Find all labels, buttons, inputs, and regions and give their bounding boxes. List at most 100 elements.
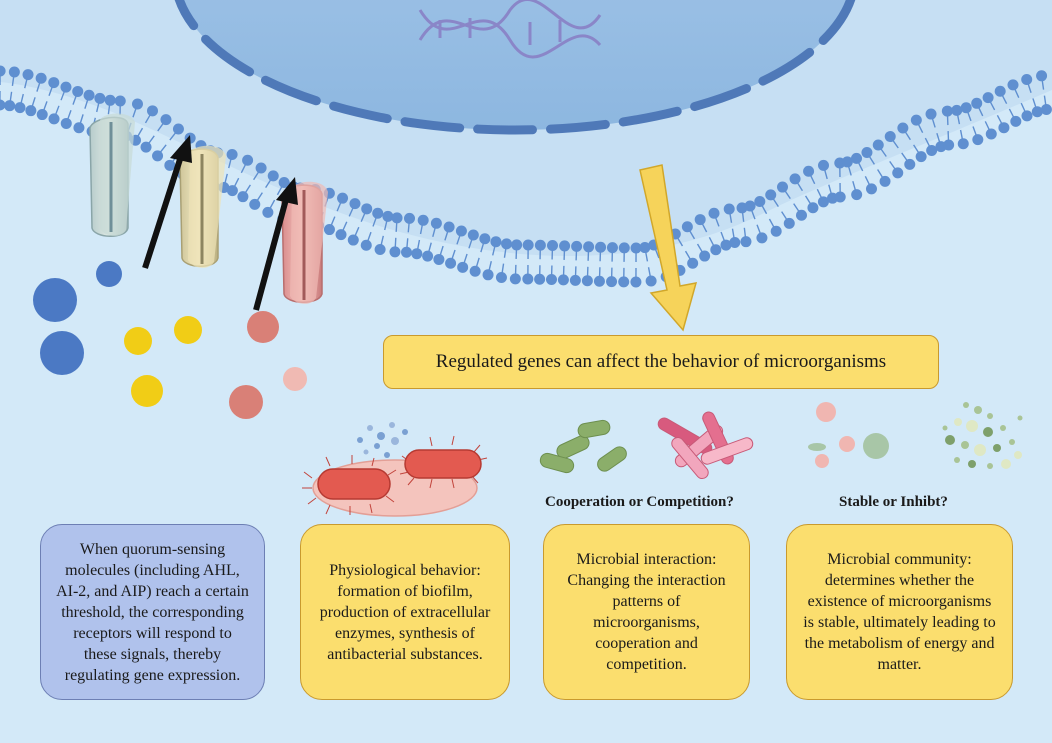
lipid-head (347, 234, 359, 246)
lipid-head (834, 191, 846, 203)
community-caption: Stable or Inhibt? (839, 494, 948, 510)
lipid-head (841, 156, 853, 168)
lipid-head (1021, 110, 1033, 122)
lipid-head (777, 181, 789, 193)
lipid-head (374, 243, 386, 255)
lipid-head (618, 242, 630, 254)
lipid-head (618, 276, 630, 288)
lipid-head (146, 105, 158, 117)
lipid-head (337, 192, 349, 204)
lipid-head (391, 212, 403, 224)
lipid-head (35, 72, 47, 84)
microbial-interaction-box: Microbial interaction: Changing the inte… (543, 524, 750, 700)
lipid-head (865, 183, 877, 195)
lipid-head (430, 217, 442, 229)
lipid-head (469, 265, 481, 277)
lipid-head (36, 109, 48, 121)
lipid-head (581, 275, 593, 287)
lipid-head (255, 162, 267, 174)
lipid-head (94, 92, 106, 104)
lipid-head (559, 240, 571, 252)
lipid-head (534, 239, 546, 251)
lipid-head (73, 122, 85, 134)
physiological-behavior-box: Physiological behavior: formation of bio… (300, 524, 510, 700)
lipid-head (557, 274, 569, 286)
lipid-head (226, 185, 238, 197)
signal-arrow-icon (253, 177, 298, 311)
lipid-head (943, 139, 955, 151)
regulation-arrow-icon (639, 164, 698, 332)
lipid-head (160, 114, 172, 126)
lipid-head (1021, 73, 1033, 85)
lipid-head (131, 98, 143, 110)
lipid-head (971, 97, 983, 109)
lipid-head (467, 229, 479, 241)
lipid-head (72, 85, 84, 97)
lipid-head (4, 100, 16, 112)
lipid-head (681, 221, 693, 233)
lipid-head (226, 148, 238, 160)
receptor-channel-pink (281, 181, 328, 304)
lipid-head (694, 214, 706, 226)
lipid-head (349, 198, 361, 210)
lipid-head (754, 195, 766, 207)
lipid-head (60, 81, 72, 93)
competing-bacteria-icon (657, 411, 754, 480)
lipid-head (0, 99, 6, 111)
lipid-head (884, 131, 896, 143)
lipid-head (851, 152, 863, 164)
lipid-head (817, 159, 829, 171)
lipid-head (708, 207, 720, 219)
lipid-head (795, 209, 807, 221)
lipid-head (783, 217, 795, 229)
signal-arrow-icon (142, 135, 192, 269)
lipid-head (910, 114, 922, 126)
lipid-head (433, 253, 445, 265)
lipid-head (422, 250, 434, 262)
cooperating-bacteria-icon (539, 419, 627, 474)
lipid-head (417, 214, 429, 226)
lipid-head (48, 113, 60, 125)
lipid-head (710, 244, 722, 256)
lipid-head (60, 117, 72, 129)
lipid-head (926, 145, 938, 157)
lipid-head (482, 269, 494, 281)
lipid-head (915, 151, 927, 163)
lipid-head (83, 89, 95, 101)
lipid-head (985, 128, 997, 140)
lipid-head (699, 250, 711, 262)
lipid-head (740, 236, 752, 248)
lipid-head (994, 85, 1006, 97)
lipid-head (114, 95, 126, 107)
inhibited-community-icon (942, 402, 1023, 469)
lipid-head (172, 123, 184, 135)
lipid-head (972, 134, 984, 146)
lipid-head (323, 224, 335, 236)
lipid-head (807, 202, 819, 214)
lipid-head (1007, 79, 1019, 91)
lipid-head (48, 77, 60, 89)
lipid-head (1040, 103, 1052, 115)
lipid-head (8, 66, 20, 78)
lipid-head (382, 210, 394, 222)
lipid-head (140, 141, 152, 153)
lipid-head (756, 232, 768, 244)
lipid-head (892, 167, 904, 179)
lipid-head (904, 158, 916, 170)
lipid-head (951, 104, 963, 116)
lipid-head (982, 92, 994, 104)
receptor-channel-tan (179, 145, 226, 268)
lipid-head (630, 276, 642, 288)
lipid-head (404, 212, 416, 224)
lipid-head (104, 94, 116, 106)
lipid-head (455, 225, 467, 237)
lipid-head (242, 154, 254, 166)
lipid-head (479, 233, 491, 245)
lipid-head (770, 225, 782, 237)
lipid-head (522, 273, 534, 285)
lipid-head (1031, 106, 1043, 118)
receptor-channel-green (89, 113, 135, 237)
microbial-community-box: Microbial community: determines whether … (786, 524, 1013, 700)
lipid-head (152, 150, 164, 162)
lipid-head (729, 236, 741, 248)
